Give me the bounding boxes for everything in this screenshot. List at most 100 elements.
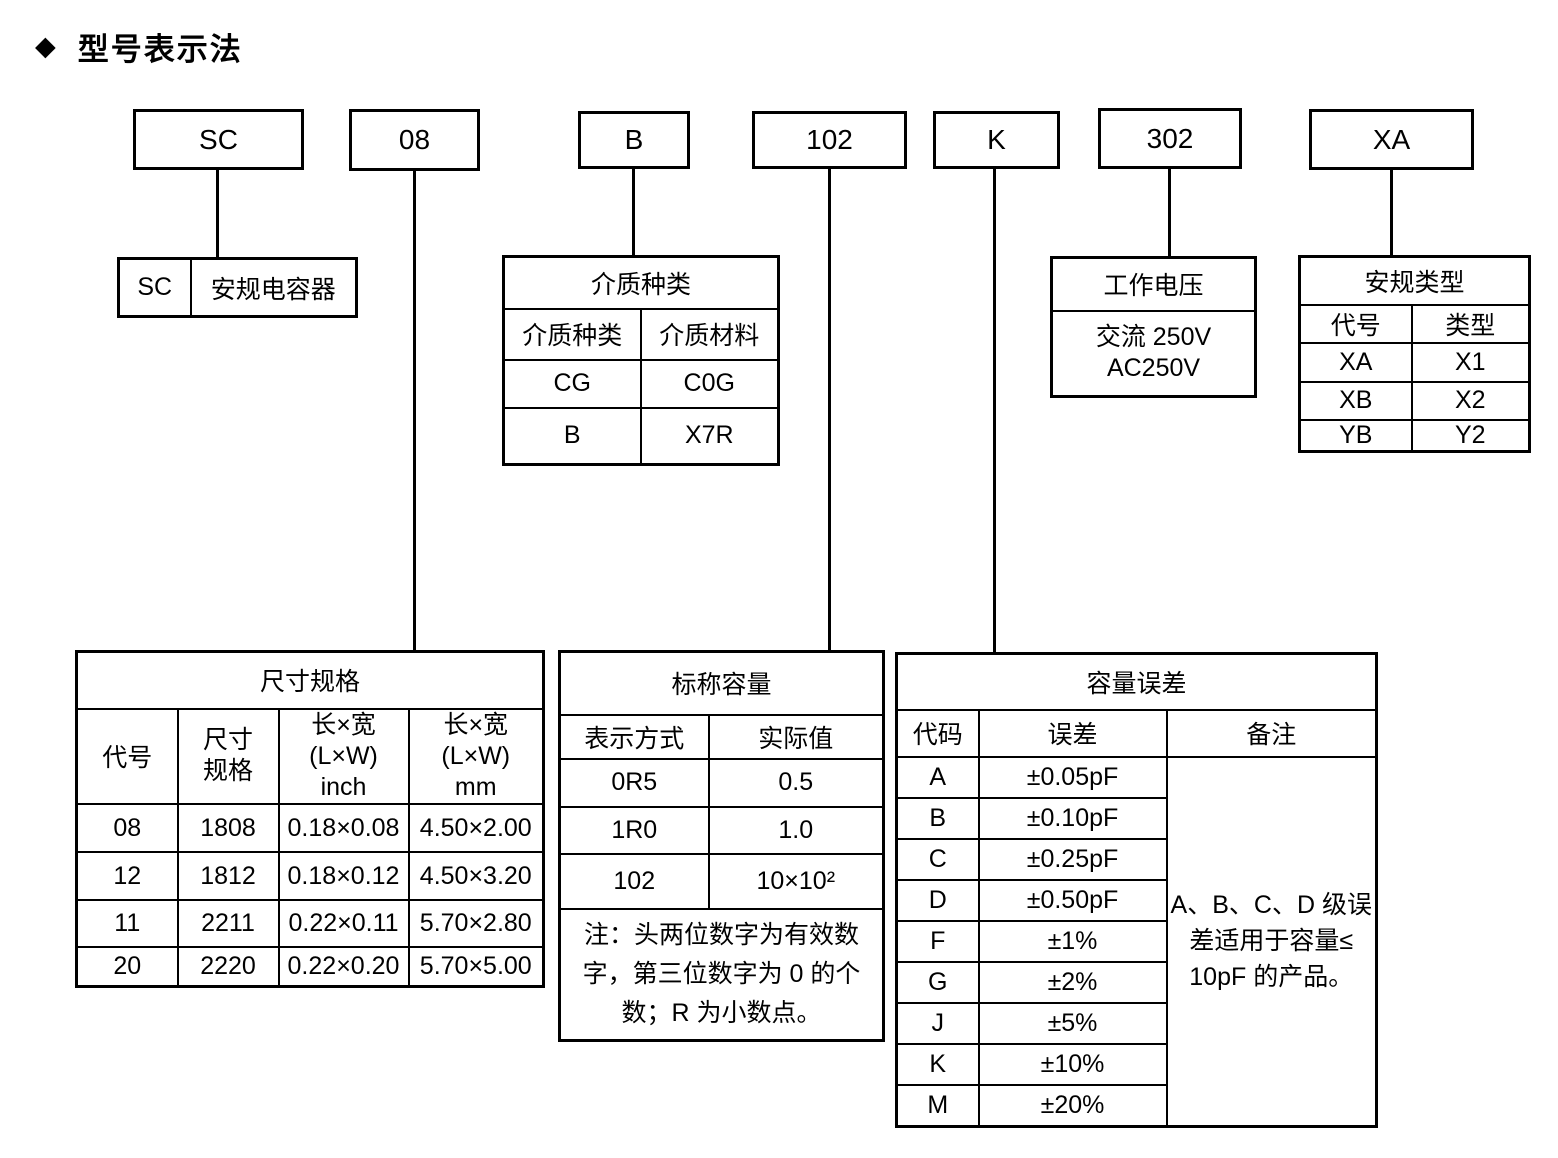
capacity-header-actual: 实际值 [707, 713, 885, 760]
table-row: A ±0.05pF A、B、C、D 级误 差适用于容量≤ 10pF 的产品。 [895, 755, 1378, 1128]
code-box-sc: SC [133, 109, 304, 170]
safety-type-table: 安规类型 代号 类型 XA X1 XB X2 YB Y2 [1298, 255, 1532, 453]
tolerance-code-cell: A [895, 755, 980, 799]
tolerance-value-cell: ±20% [977, 1083, 1168, 1128]
table-row: B ±0.10pF [895, 796, 1377, 840]
code-box-08: 08 [349, 109, 480, 171]
dielectric-code-cell: CG [502, 358, 642, 409]
size-mm-cell: 4.50×2.00 [407, 803, 545, 854]
safety-type-cell: Y2 [1410, 418, 1531, 452]
tolerance-header-remark: 备注 [1165, 708, 1378, 758]
table-row: 0R5 0.5 [558, 757, 885, 808]
size-code-cell: 20 [75, 946, 179, 988]
table-row: CG C0G [502, 358, 780, 409]
tolerance-code-cell: M [895, 1083, 980, 1128]
connector-line-102 [828, 168, 831, 650]
size-mm-cell: 4.50×3.20 [407, 851, 545, 902]
tolerance-code-cell: J [895, 1001, 980, 1045]
size-mm-cell: 5.70×2.80 [407, 899, 545, 949]
table-row: D ±0.50pF [895, 878, 1377, 922]
code-box-xa: XA [1309, 109, 1474, 170]
code-box-b: B [578, 111, 690, 169]
tolerance-value-cell: ±0.05pF [977, 755, 1168, 799]
safety-table-title: 安规类型 [1298, 255, 1531, 306]
tolerance-value-cell: ±10% [977, 1042, 1168, 1086]
safety-header-type: 类型 [1410, 303, 1531, 344]
safety-type-cell: X2 [1410, 380, 1531, 421]
tolerance-code-cell: D [895, 878, 980, 922]
voltage-table-title: 工作电压 [1050, 256, 1257, 312]
nominal-capacity-table: 标称容量 表示方式 实际值 0R5 0.5 1R0 1.0 102 10×10²… [558, 650, 886, 1042]
dielectric-table-title: 介质种类 [502, 255, 780, 310]
tolerance-code-cell: C [895, 837, 980, 881]
tolerance-code-cell: G [895, 960, 980, 1004]
size-spec-cell: 1808 [176, 803, 280, 854]
table-row: K ±10% [895, 1042, 1377, 1086]
sc-meaning-table: SC 安规电容器 [117, 257, 358, 318]
capacity-notation-cell: 102 [558, 852, 710, 910]
size-inch-cell: 0.18×0.12 [277, 851, 410, 902]
size-mm-cell: 5.70×5.00 [407, 946, 545, 988]
table-row: J ±5% [895, 1001, 1377, 1045]
table-row: 102 10×10² [558, 852, 885, 910]
sc-meaning-cell: 安规电容器 [189, 257, 358, 318]
page-title-text: 型号表示法 [77, 32, 243, 67]
size-table-title: 尺寸规格 [75, 650, 545, 710]
size-header-code: 代号 [75, 707, 179, 806]
connector-line-sc [216, 169, 219, 258]
capacity-note: 注：头两位数字为有效数 字，第三位数字为 0 的个 数；R 为小数点。 [558, 907, 885, 1042]
connector-line-k [993, 168, 996, 652]
tolerance-value-cell: ±5% [977, 1001, 1168, 1045]
tolerance-table: 容量误差 代码 误差 备注 A ±0.05pF A、B、C、D 级误 差适用于容… [895, 652, 1378, 1128]
capacity-header-notation: 表示方式 [558, 713, 710, 760]
dielectric-material-cell: C0G [639, 358, 780, 409]
tolerance-remark-cell: A、B、C、D 级误 差适用于容量≤ 10pF 的产品。 [1165, 755, 1378, 1128]
safety-code-cell: XB [1298, 380, 1413, 421]
safety-header-code: 代号 [1298, 303, 1413, 344]
size-header-mm: 长×宽 (L×W) mm [407, 707, 545, 806]
tolerance-table-title: 容量误差 [895, 652, 1378, 711]
diamond-bullet-icon: ◆ [35, 31, 56, 61]
table-row: B X7R [502, 406, 780, 466]
size-header-spec: 尺寸 规格 [176, 707, 280, 806]
table-row: G ±2% [895, 960, 1377, 1004]
tolerance-value-cell: ±2% [977, 960, 1168, 1004]
connector-line-xa [1390, 169, 1393, 256]
table-row: 08 1808 0.18×0.08 4.50×2.00 [75, 803, 545, 854]
capacity-actual-cell: 1.0 [707, 805, 885, 855]
tolerance-code-cell: F [895, 919, 980, 963]
size-code-cell: 08 [75, 803, 179, 854]
table-row: M ±20% [895, 1083, 1377, 1128]
tolerance-value-cell: ±0.50pF [977, 878, 1168, 922]
dielectric-table: 介质种类 介质种类 介质材料 CG C0G B X7R [502, 255, 781, 466]
voltage-value-cell: 交流 250V AC250V [1050, 309, 1257, 398]
code-box-k: K [933, 111, 1060, 169]
size-code-cell: 11 [75, 899, 179, 949]
table-row: 1R0 1.0 [558, 805, 885, 855]
dielectric-header-kind: 介质种类 [502, 307, 642, 361]
table-row: XA X1 [1298, 341, 1531, 383]
voltage-table: 工作电压 交流 250V AC250V [1050, 256, 1257, 398]
tolerance-header-value: 误差 [977, 708, 1168, 758]
capacity-notation-cell: 1R0 [558, 805, 710, 855]
connector-line-08 [413, 170, 416, 650]
size-inch-cell: 0.22×0.20 [277, 946, 410, 988]
capacity-actual-cell: 10×10² [707, 852, 885, 910]
tolerance-value-cell: ±0.10pF [977, 796, 1168, 840]
size-inch-cell: 0.22×0.11 [277, 899, 410, 949]
tolerance-code-cell: B [895, 796, 980, 840]
table-row: F ±1% [895, 919, 1377, 963]
table-row: C ±0.25pF [895, 837, 1377, 881]
dielectric-header-material: 介质材料 [639, 307, 780, 361]
size-header-inch: 长×宽 (L×W) inch [277, 707, 410, 806]
safety-type-cell: X1 [1410, 341, 1531, 383]
table-row: YB Y2 [1298, 418, 1531, 452]
table-row: 12 1812 0.18×0.12 4.50×3.20 [75, 851, 545, 902]
size-inch-cell: 0.18×0.08 [277, 803, 410, 854]
size-spec-cell: 2211 [176, 899, 280, 949]
connector-line-b [632, 168, 635, 256]
tolerance-value-cell: ±0.25pF [977, 837, 1168, 881]
size-spec-cell: 2220 [176, 946, 280, 988]
tolerance-value-cell: ±1% [977, 919, 1168, 963]
